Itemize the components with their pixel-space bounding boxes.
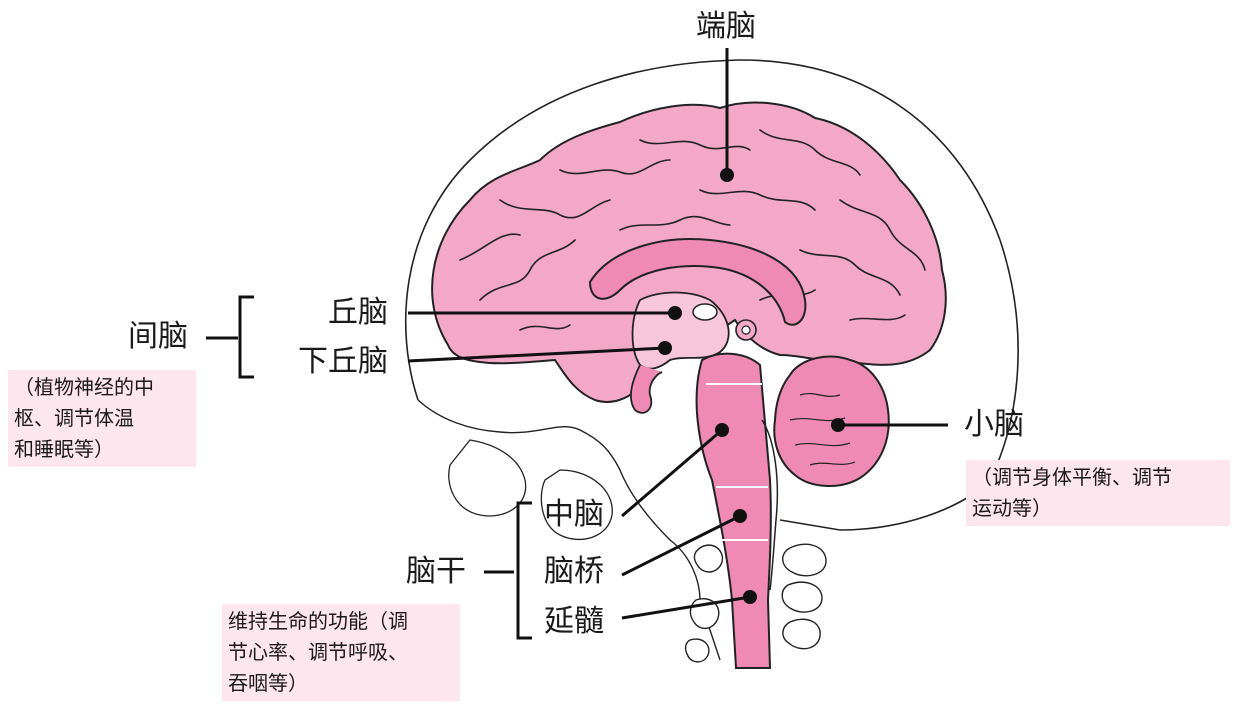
- leader-pons: [622, 516, 740, 575]
- label-medulla: 延髓: [544, 605, 604, 639]
- pineal-center: [742, 326, 750, 334]
- label-hypothalamus: 下丘脑: [298, 345, 388, 379]
- note-diencephalon: （植物神经的中 枢、调节体温 和睡眠等）: [8, 370, 196, 467]
- note-brainstem: 维持生命的功能（调 节心率、调节呼吸、 吞咽等）: [222, 604, 460, 701]
- leader-midbrain: [622, 430, 722, 516]
- dot-telencephalon: [720, 168, 734, 182]
- note-line: 节心率、调节呼吸、: [228, 637, 454, 668]
- interthalamic-adhesion: [693, 304, 717, 320]
- note-line: （植物神经的中: [14, 372, 190, 403]
- cerebellum-shape: [774, 356, 889, 485]
- dot-thalamus: [668, 306, 682, 320]
- dot-pons: [733, 509, 747, 523]
- label-midbrain: 中脑: [544, 498, 604, 532]
- note-line: 维持生命的功能（调: [228, 606, 454, 637]
- note-line: 和睡眠等）: [14, 434, 190, 465]
- dot-medulla: [743, 590, 757, 604]
- label-cerebellum: 小脑: [964, 408, 1024, 442]
- label-brainstem: 脑干: [406, 555, 466, 589]
- nasal-cavity: [449, 440, 526, 516]
- dot-midbrain: [715, 423, 729, 437]
- label-pons: 脑桥: [544, 555, 604, 589]
- note-line: 枢、调节体温: [14, 403, 190, 434]
- label-diencephalon: 间脑: [128, 320, 188, 354]
- note-line: （调节身体平衡、调节: [972, 462, 1224, 493]
- label-telencephalon: 端脑: [696, 10, 756, 44]
- bracket-brainstem: [518, 503, 532, 638]
- bracket-diencephalon: [240, 297, 254, 377]
- note-line: 吞咽等）: [228, 668, 454, 699]
- note-line: 运动等）: [972, 493, 1224, 524]
- dot-hypothalamus: [658, 341, 672, 355]
- leader-medulla: [622, 597, 750, 618]
- note-cerebellum: （调节身体平衡、调节 运动等）: [966, 460, 1230, 526]
- label-thalamus: 丘脑: [328, 296, 388, 330]
- dot-cerebellum: [831, 418, 845, 432]
